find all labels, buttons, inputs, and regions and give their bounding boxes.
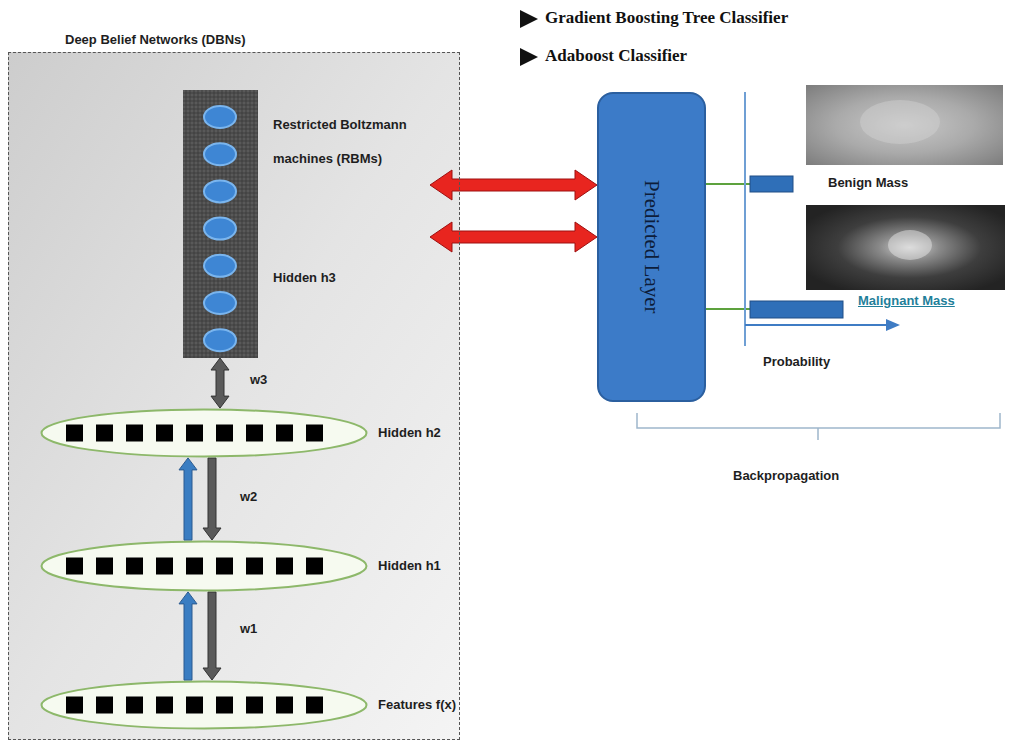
axis-label: Probability bbox=[763, 354, 830, 369]
chart-axis bbox=[745, 324, 890, 326]
ellipse-shape bbox=[42, 682, 367, 729]
weight-label: w1 bbox=[240, 621, 257, 636]
classifier-name: Gradient Boosting Tree Classifier bbox=[545, 8, 788, 28]
axis-arrowhead bbox=[886, 319, 900, 331]
weight-label: w2 bbox=[240, 489, 257, 504]
unit-square bbox=[186, 697, 203, 714]
probability-bar bbox=[750, 176, 793, 192]
unit-square bbox=[126, 425, 143, 442]
connector-arrow bbox=[203, 458, 221, 540]
unit-square bbox=[216, 425, 233, 442]
layer-name: Restricted Boltzmann machines (RBMs) bbox=[273, 108, 423, 176]
unit-square bbox=[96, 558, 113, 575]
classifier-name: Adaboost Classifier bbox=[545, 46, 687, 66]
connector-arrow bbox=[430, 170, 597, 200]
column-body bbox=[183, 90, 258, 358]
unit-square bbox=[246, 425, 263, 442]
bracket-label: Backpropagation bbox=[733, 468, 839, 483]
layer-name: Features f(x) bbox=[378, 680, 456, 730]
connector-arrow bbox=[430, 222, 597, 252]
neuron bbox=[204, 292, 236, 314]
neuron bbox=[204, 180, 236, 202]
bracket bbox=[637, 413, 1000, 440]
bullet-triangle bbox=[520, 48, 538, 66]
unit-square bbox=[246, 558, 263, 575]
leader-line bbox=[706, 308, 750, 310]
ellipse-outline bbox=[40, 680, 368, 730]
neuron bbox=[204, 143, 236, 165]
prediction-box: Predicted Layer bbox=[597, 92, 706, 402]
layer-ellipse: Hidden h2 bbox=[40, 408, 460, 458]
unit-square bbox=[216, 697, 233, 714]
mammogram-image bbox=[806, 85, 1003, 165]
unit-square bbox=[66, 558, 83, 575]
bullet-triangle bbox=[520, 10, 538, 28]
unit-square bbox=[156, 697, 173, 714]
ellipse-shape bbox=[42, 542, 367, 591]
rbm-column bbox=[183, 90, 258, 358]
unit-square bbox=[96, 425, 113, 442]
layer-name: Hidden h3 bbox=[273, 270, 336, 285]
panel-title: Deep Belief Networks (DBNs) bbox=[65, 32, 246, 47]
layer-ellipse: Features f(x) bbox=[40, 680, 460, 730]
layer-name: Hidden h2 bbox=[378, 408, 441, 458]
weight-label: w3 bbox=[250, 372, 267, 387]
neuron bbox=[204, 106, 236, 128]
unit-square bbox=[216, 558, 233, 575]
unit-square bbox=[276, 558, 293, 575]
chart-axis bbox=[744, 92, 746, 346]
box-label: Predicted Layer bbox=[599, 94, 704, 400]
unit-square bbox=[126, 697, 143, 714]
rbm-stack: Restricted Boltzmann machines (RBMs) Hidd… bbox=[183, 90, 430, 358]
ellipse-outline bbox=[40, 408, 368, 458]
unit-square bbox=[306, 558, 323, 575]
connector-arrow bbox=[179, 592, 197, 680]
mass-spot bbox=[888, 230, 932, 260]
unit-square bbox=[156, 425, 173, 442]
unit-square bbox=[66, 697, 83, 714]
mammogram-image bbox=[806, 205, 1005, 290]
unit-square bbox=[66, 425, 83, 442]
unit-square bbox=[306, 697, 323, 714]
class-label: Malignant Mass bbox=[858, 293, 955, 308]
neuron bbox=[204, 255, 236, 277]
ellipse-shape bbox=[42, 410, 367, 457]
unit-square bbox=[306, 425, 323, 442]
unit-square bbox=[186, 558, 203, 575]
layer-name: Hidden h1 bbox=[378, 540, 441, 592]
unit-square bbox=[276, 425, 293, 442]
unit-square bbox=[276, 697, 293, 714]
unit-square bbox=[126, 558, 143, 575]
connector-arrow bbox=[203, 592, 221, 680]
unit-square bbox=[96, 697, 113, 714]
neuron bbox=[204, 329, 236, 351]
mass-spot bbox=[860, 100, 940, 144]
probability-bar bbox=[750, 301, 843, 318]
layer-ellipse: Hidden h1 bbox=[40, 540, 460, 592]
connector-arrow bbox=[211, 358, 229, 408]
unit-square bbox=[186, 425, 203, 442]
ellipse-outline bbox=[40, 540, 368, 592]
leader-line bbox=[706, 183, 750, 185]
class-label: Benign Mass bbox=[828, 175, 908, 190]
network-panel: Deep Belief Networks (DBNs) Restricted Bo… bbox=[8, 28, 460, 740]
unit-square bbox=[246, 697, 263, 714]
panel-ground bbox=[8, 52, 460, 740]
neuron bbox=[204, 218, 236, 240]
connector-arrow bbox=[179, 458, 197, 540]
unit-square bbox=[156, 558, 173, 575]
